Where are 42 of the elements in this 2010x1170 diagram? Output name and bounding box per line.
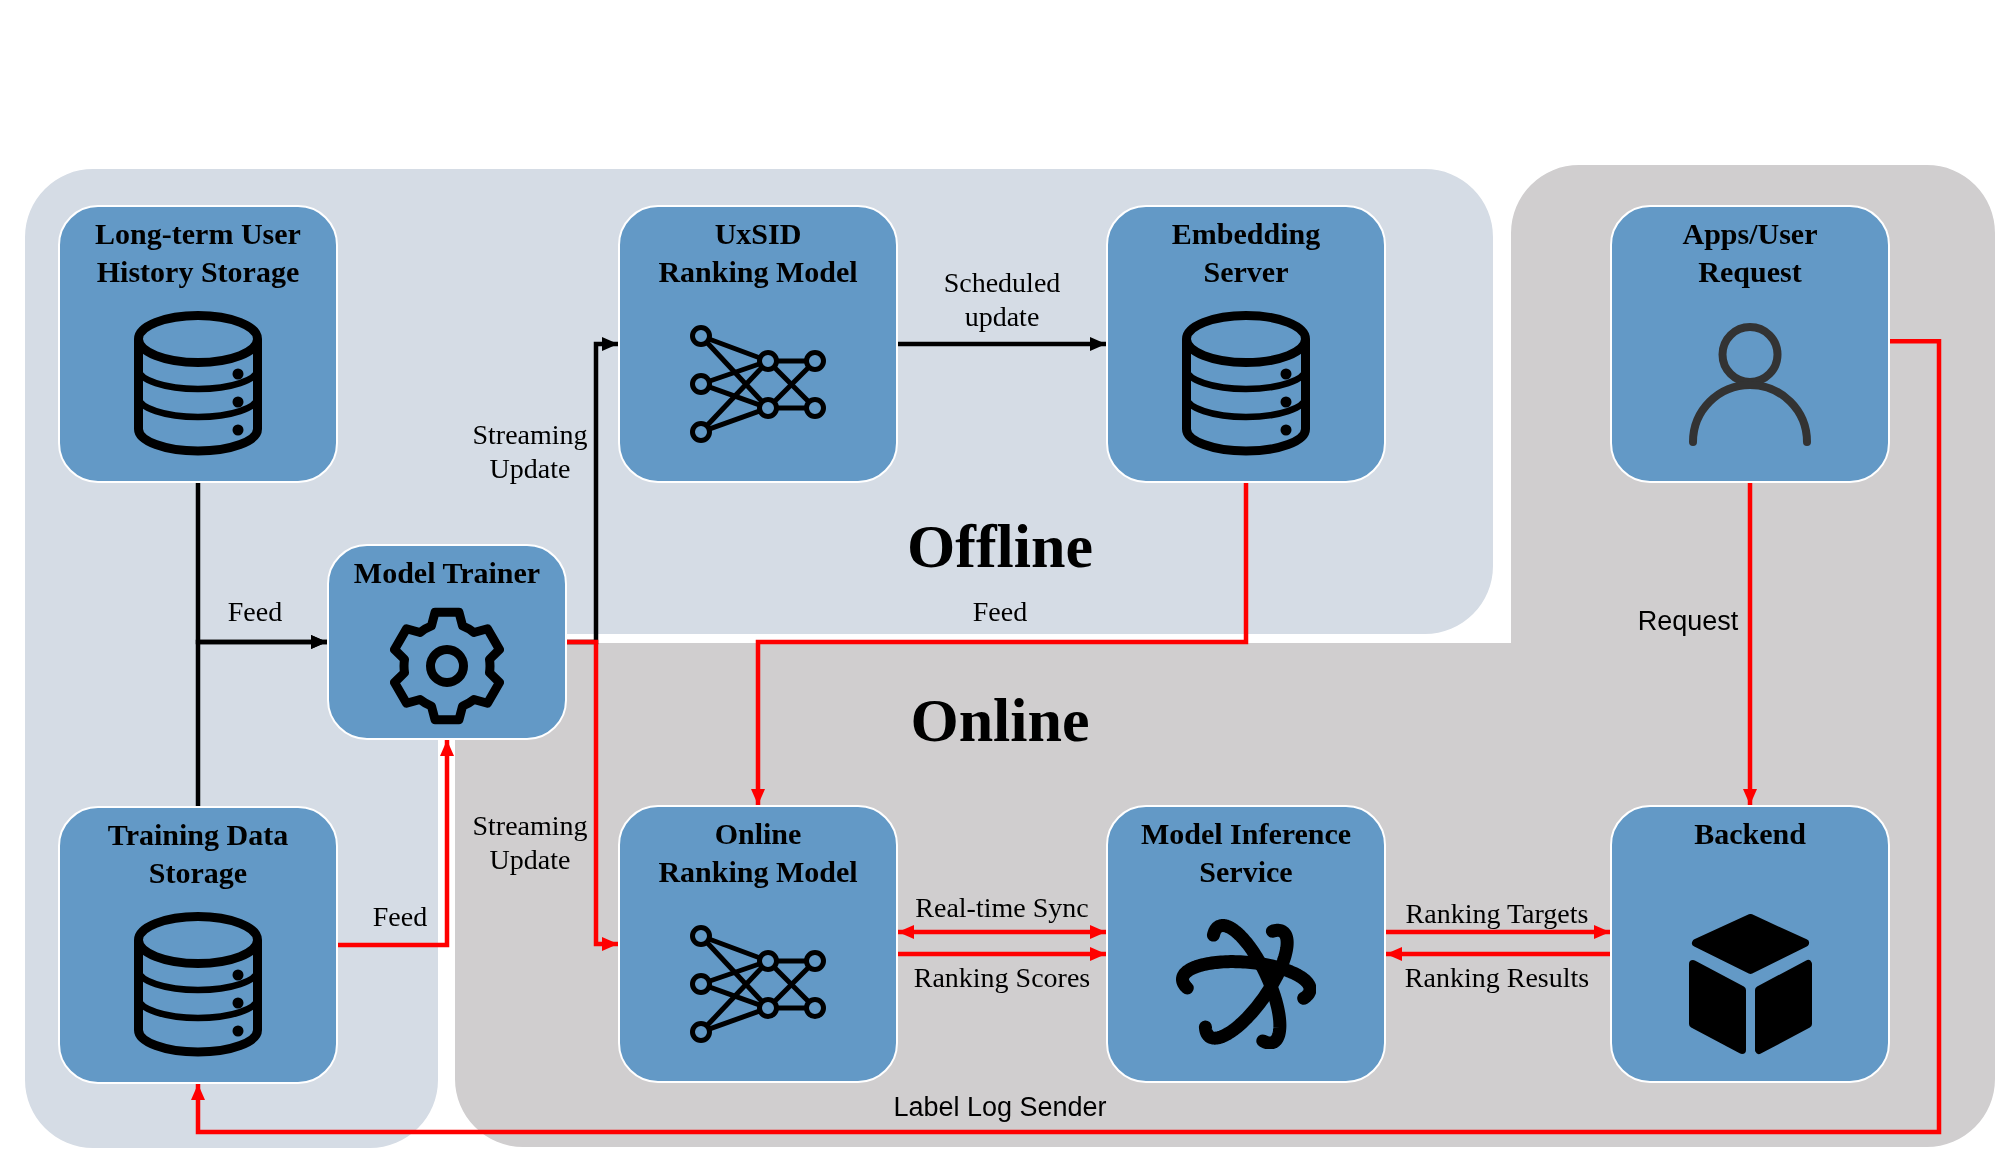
edge-label: Ranking Scores bbox=[913, 961, 1091, 995]
edge-label: Label Log Sender bbox=[893, 1091, 1107, 1124]
component-box bbox=[618, 205, 898, 483]
double-arrow bbox=[898, 925, 1106, 939]
edge-label: Request bbox=[1637, 605, 1739, 638]
node-title: Apps/User Request bbox=[1681, 216, 1819, 290]
region-title: Offline bbox=[907, 511, 1093, 581]
edge-label: Feed bbox=[227, 595, 283, 629]
arrow bbox=[751, 483, 1249, 805]
arrow bbox=[1386, 947, 1610, 961]
node-title: Embedding Server bbox=[1170, 216, 1322, 290]
component-box bbox=[58, 806, 338, 1084]
node-title: Backend bbox=[1694, 816, 1806, 852]
edge-label: Real-time Sync bbox=[915, 891, 1089, 925]
node-title: Model Inference Service bbox=[1139, 816, 1353, 890]
edge-label: Scheduled update bbox=[942, 266, 1062, 334]
node-title: Training Data Storage bbox=[106, 817, 290, 891]
region-title: Online bbox=[910, 685, 1090, 755]
edge-label: Streaming Update bbox=[471, 809, 589, 877]
arrow bbox=[195, 635, 327, 806]
arrow bbox=[1386, 925, 1610, 939]
edge-label: Feed bbox=[372, 900, 428, 934]
component-box bbox=[1106, 805, 1386, 1083]
component-box bbox=[58, 205, 338, 483]
arrow bbox=[191, 338, 1942, 1135]
component-box bbox=[1610, 805, 1890, 1083]
component-box bbox=[618, 805, 898, 1083]
arrow bbox=[338, 740, 454, 948]
edge-label: Ranking Targets bbox=[1405, 897, 1589, 931]
edge-label: Feed bbox=[972, 595, 1028, 629]
arrow bbox=[567, 639, 618, 951]
arrow bbox=[1743, 483, 1757, 805]
node-title: Long-term User History Storage bbox=[94, 216, 302, 290]
node-title: Model Trainer bbox=[353, 555, 541, 591]
edge-label: Streaming Update bbox=[471, 418, 589, 486]
arrow bbox=[898, 947, 1106, 961]
node-title: Online Ranking Model bbox=[657, 816, 859, 890]
component-box bbox=[1106, 205, 1386, 483]
component-box bbox=[1610, 205, 1890, 483]
node-title: UxSID Ranking Model bbox=[657, 216, 859, 290]
arrow bbox=[898, 337, 1106, 351]
edge-label: Ranking Results bbox=[1404, 961, 1590, 995]
